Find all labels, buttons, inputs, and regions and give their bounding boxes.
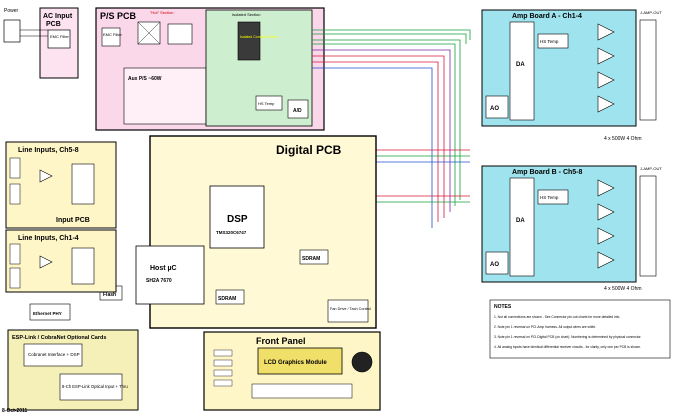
digital-pcb: Digital PCB DSP TMS320C6747 Host µC SH2A…	[100, 136, 376, 328]
isolated-section-label: Isolated Section	[232, 12, 260, 17]
ethernet-phy-label: Ethernet PHY	[33, 311, 62, 316]
lcd-label: LCD Graphics Module	[264, 360, 327, 366]
power-label: Power	[4, 8, 19, 14]
ps-ad-label: A/D	[293, 108, 302, 114]
ac-input-title: AC Input	[43, 13, 73, 20]
note-2: 2. Note pin 1 reversal on PCI-Amp harnes…	[494, 325, 596, 329]
amp-b-title: Amp Board B - Ch5-8	[512, 169, 583, 176]
amp-board-a: Amp Board A - Ch1-4 DA HS Temp AO 4 x 50…	[482, 10, 642, 142]
input-pcb-14: Line Inputs, Ch1-4	[6, 230, 116, 292]
notes-title: NOTES	[494, 304, 512, 310]
hot-section-label: "Hot" Section	[150, 10, 174, 15]
ethernet-phy: Ethernet PHY	[30, 304, 70, 320]
line-inputs-58-title: Line Inputs, Ch5-8	[18, 147, 79, 154]
amp-b-da-label: DA	[516, 218, 525, 224]
flash-label: Flash	[103, 292, 116, 298]
note-4: 4. All analog inputs have identical diff…	[494, 345, 641, 349]
host-part: SH2A 7670	[146, 278, 172, 284]
cobranet-box-label: Cobranet Interface + DSP	[28, 352, 80, 357]
amp-b-output: J-AMP-OUT	[640, 166, 662, 276]
amp-a-ao-label: AO	[490, 106, 499, 112]
revision-date: 8-Oct-2011	[2, 408, 28, 414]
note-3: 3. Note pin 1 reversal on PCI-Digital PC…	[494, 335, 641, 339]
dsp-part: TMS320C6747	[216, 230, 247, 235]
amp-b-ao-label: AO	[490, 262, 499, 268]
notes-box: NOTES 1. Not all connections are shown -…	[490, 300, 670, 358]
j-amp-out-a: J-AMP-OUT	[640, 10, 662, 15]
amp-a-output: J-AMP-OUT	[640, 10, 662, 120]
ac-input-pcb: AC Input PCB EMC Filter	[40, 8, 78, 78]
amp-b-hs-temp: HS Temp	[540, 195, 559, 200]
amp-a-title: Amp Board A - Ch1-4	[512, 13, 582, 20]
esp-link-cards: ESP-Link / CobraNet Optional Cards Cobra…	[8, 330, 138, 410]
input-pcb-58: Line Inputs, Ch5-8 Input PCB	[6, 142, 116, 228]
emc-filter-a: EMC Filter	[50, 34, 70, 39]
note-1: 1. Not all connections are shown - See C…	[494, 315, 620, 319]
dsp-label: DSP	[227, 214, 248, 225]
ac-input-pcb-label: PCB	[46, 21, 61, 28]
digital-pcb-title: Digital PCB	[276, 143, 342, 157]
j-amp-out-b: J-AMP-OUT	[640, 166, 662, 171]
host-sdram-label: SDRAM	[218, 296, 236, 302]
isolated-section: Isolated Section Isolated Converter Driv…	[206, 10, 312, 126]
front-panel: Front Panel LCD Graphics Module	[204, 332, 380, 410]
esp-link-box-label: 8-Ch ESP-Link Optical Input + Thru	[62, 384, 128, 389]
input-pcb-label: Input PCB	[56, 217, 90, 224]
fan-drive-label: Fan Drive / Tach Control	[330, 307, 371, 311]
isolated-converter-label: Isolated Converter Drive	[240, 35, 278, 39]
ps-pcb-title: P/S PCB	[100, 11, 137, 21]
dsp-sdram-label: SDRAM	[302, 256, 320, 262]
encoder-knob-icon	[352, 352, 372, 372]
host-label: Host µC	[150, 265, 177, 272]
amp-a-spec: 4 x 500W 4 Ohm	[604, 136, 642, 142]
line-inputs-14-title: Line Inputs, Ch1-4	[18, 235, 79, 242]
amp-board-b: Amp Board B - Ch5-8 DA HS Temp AO 4 x 50…	[482, 166, 642, 292]
amp-a-da-label: DA	[516, 62, 525, 68]
aux-ps-label: Aux P/S ~60W	[128, 76, 162, 82]
amp-b-spec: 4 x 500W 4 Ohm	[604, 286, 642, 292]
emc-filter-b: EMC Filter	[103, 32, 123, 37]
ps-hs-temp-label: HS Temp	[258, 101, 275, 106]
esp-link-title: ESP-Link / CobraNet Optional Cards	[12, 335, 106, 341]
front-panel-title: Front Panel	[256, 336, 306, 346]
amp-a-hs-temp: HS Temp	[540, 39, 559, 44]
